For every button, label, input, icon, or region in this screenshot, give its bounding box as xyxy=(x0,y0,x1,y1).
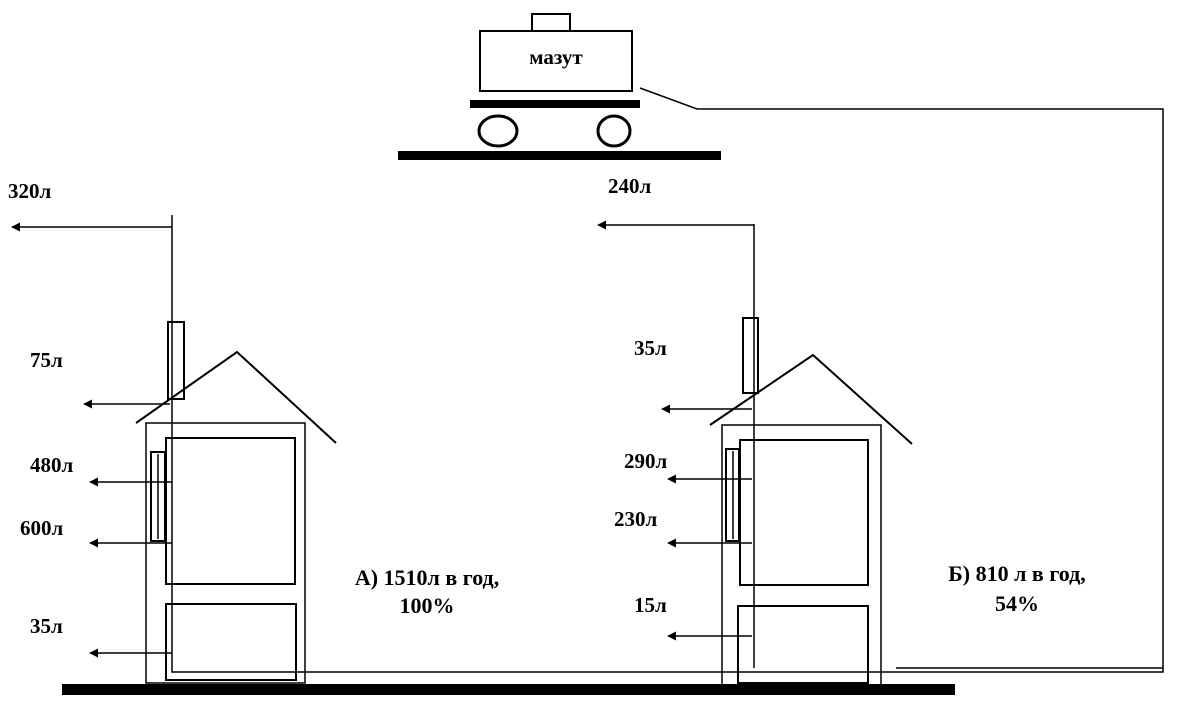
house-b-caption-line2: 54% xyxy=(995,591,1039,616)
house-a-room-lower xyxy=(165,603,297,681)
house-a-chimney-loss: 320л xyxy=(8,179,52,203)
house-a-roof xyxy=(135,350,337,444)
house-b: 240л 35л 290л 230л 15л Б) 810 л в год, 5… xyxy=(597,174,1086,686)
house-b-chimney-loss: 240л xyxy=(608,174,652,198)
house-b-radiator xyxy=(725,448,740,542)
fuel-pipe xyxy=(171,87,1164,673)
house-b-window-loss: 290л xyxy=(624,449,668,473)
house-a-roof-loss: 75л xyxy=(30,348,63,372)
tank-body xyxy=(479,30,633,92)
tank-hatch xyxy=(531,13,571,32)
tank-label: мазут xyxy=(529,45,583,69)
wheel-left xyxy=(477,114,519,148)
house-b-caption-line1: Б) 810 л в год, xyxy=(948,561,1086,586)
house-a-caption-line1: А) 1510л в год, xyxy=(355,565,499,590)
house-b-roof-loss: 35л xyxy=(634,336,667,360)
house-a-window-loss: 480л xyxy=(30,453,74,477)
house-a-wall-loss: 600л xyxy=(20,516,64,540)
tank-frame xyxy=(470,100,640,108)
house-b-floor-loss: 15л xyxy=(634,593,667,617)
house-b-chimney xyxy=(742,317,759,394)
house-a-wall-outer xyxy=(145,422,306,684)
house-a: 320л 75л 480л 600л 35л А) 1510л в год, 1… xyxy=(8,179,499,684)
fuel-tank-car: мазут xyxy=(398,13,721,160)
house-a-floor-loss: 35л xyxy=(30,614,63,638)
house-a-caption-line2: 100% xyxy=(400,593,455,618)
house-a-room-upper xyxy=(165,437,296,585)
house-b-wall-loss: 230л xyxy=(614,507,658,531)
house-b-wall-outer xyxy=(721,424,882,686)
house-b-roof xyxy=(709,353,913,445)
rail-track xyxy=(398,151,721,160)
house-b-room-lower xyxy=(737,605,869,684)
house-b-room-upper xyxy=(739,439,869,586)
house-a-chimney xyxy=(167,321,185,400)
wheel-right xyxy=(596,114,632,148)
ground-line xyxy=(62,684,955,695)
house-a-radiator xyxy=(150,451,166,542)
